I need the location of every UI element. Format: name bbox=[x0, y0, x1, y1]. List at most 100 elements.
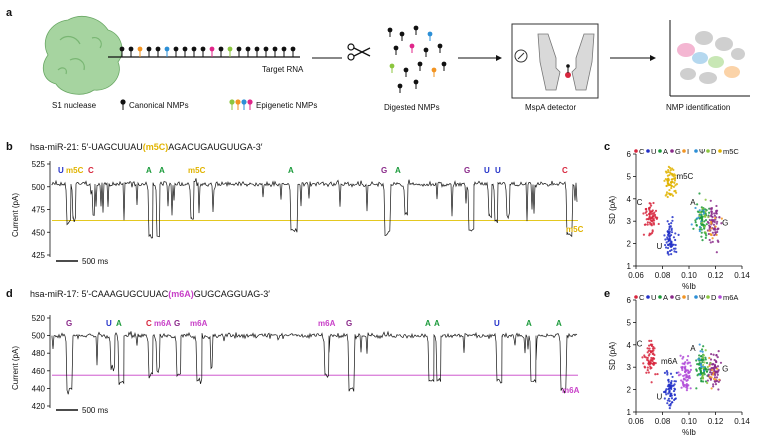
scatter-point bbox=[689, 368, 693, 372]
scatter-point bbox=[681, 382, 685, 385]
scatter-point bbox=[649, 365, 652, 368]
cluster-label: A bbox=[690, 198, 696, 207]
scatter-y-tick-label: 6 bbox=[627, 150, 632, 159]
scissors-icon bbox=[347, 43, 371, 61]
scatter-point bbox=[699, 377, 703, 380]
scatter-point bbox=[701, 207, 704, 210]
scatter-point bbox=[700, 231, 703, 234]
scatter-point bbox=[716, 356, 719, 359]
legend-marker bbox=[658, 295, 662, 299]
scatter-point bbox=[647, 371, 650, 374]
scatter-x-tick-label: 0.14 bbox=[734, 417, 750, 426]
scatter-point bbox=[717, 388, 720, 391]
scatter-point bbox=[704, 231, 707, 234]
scatter-y-tick-label: 1 bbox=[627, 408, 632, 417]
scatter-point bbox=[653, 211, 656, 214]
scatter-point bbox=[683, 367, 686, 370]
scatter-point bbox=[699, 350, 702, 353]
digested-nmp-head bbox=[399, 31, 405, 37]
scatter-point bbox=[648, 213, 651, 216]
legend-marker bbox=[682, 149, 686, 153]
scatter-point bbox=[650, 224, 653, 227]
scatter-point bbox=[671, 194, 675, 197]
scatter-point bbox=[643, 354, 646, 357]
scatter-point bbox=[705, 234, 708, 237]
y-tick-label: 525 bbox=[32, 160, 46, 169]
scatter-point bbox=[648, 206, 651, 210]
rna-pin-head bbox=[272, 46, 278, 52]
scatter-point bbox=[709, 371, 712, 374]
scatter-point bbox=[671, 180, 674, 183]
scatter-point bbox=[711, 240, 714, 243]
panel-d-current-trace bbox=[51, 330, 578, 395]
scatter-point bbox=[666, 220, 669, 223]
scatter-x-tick-label: 0.12 bbox=[708, 417, 724, 426]
scatter-point bbox=[711, 368, 714, 372]
scatter-point bbox=[704, 198, 707, 201]
scatter-point bbox=[703, 373, 706, 376]
scatter-point bbox=[669, 394, 672, 398]
scatter-point bbox=[650, 210, 653, 213]
scatter-point bbox=[701, 380, 705, 383]
scatter-point bbox=[669, 386, 672, 390]
scatter-point bbox=[696, 363, 699, 366]
scatter-point bbox=[714, 382, 718, 386]
event-label: m6A bbox=[318, 319, 336, 328]
scatter-point bbox=[702, 363, 705, 367]
epigenetic-nmps-label: Epigenetic NMPs bbox=[256, 101, 317, 110]
scatter-point bbox=[663, 371, 667, 374]
scatter-point bbox=[700, 210, 703, 213]
scatter-point bbox=[701, 361, 704, 364]
scatter-point bbox=[672, 384, 675, 387]
scatter-point bbox=[649, 367, 652, 370]
scatter-point bbox=[702, 345, 705, 348]
scatter-point bbox=[674, 191, 678, 194]
scatter-point bbox=[707, 221, 710, 225]
panel-b-sequence: hsa-miR-21: 5′-UAGCUUAU(m5C)AGACUGAUGUUG… bbox=[30, 142, 263, 152]
digested-nmp-head bbox=[441, 61, 447, 67]
scatter-point bbox=[701, 375, 704, 379]
scatter-point bbox=[667, 253, 670, 256]
scatter-point bbox=[666, 373, 669, 376]
panel-d-ylabel: Current (pA) bbox=[11, 346, 20, 390]
panel-b-current-trace bbox=[51, 178, 578, 239]
scatter-point bbox=[682, 355, 685, 359]
scatter-point bbox=[701, 373, 704, 376]
scatter-y-tick-label: 1 bbox=[627, 262, 632, 271]
scatter-point bbox=[670, 231, 674, 234]
legend-entry: Ψ bbox=[699, 293, 705, 302]
rna-pin-head bbox=[200, 46, 206, 52]
scatter-point bbox=[649, 204, 653, 207]
event-label: m5C bbox=[188, 166, 206, 175]
event-label: A bbox=[395, 166, 401, 175]
scatter-point bbox=[701, 215, 704, 219]
scatter-y-tick-label: 3 bbox=[627, 217, 632, 226]
scatter-point bbox=[674, 397, 677, 401]
scatter-point bbox=[710, 233, 713, 237]
digested-nmp-head bbox=[413, 79, 419, 85]
nmp-identification-label: NMP identification bbox=[666, 103, 730, 112]
scatter-point bbox=[705, 209, 708, 212]
scatter-point bbox=[671, 167, 674, 170]
scatter-point bbox=[648, 216, 651, 219]
scatter-x-tick-label: 0.10 bbox=[681, 417, 697, 426]
scatter-point bbox=[669, 243, 672, 246]
scatter-point bbox=[714, 218, 717, 221]
scatter-point bbox=[645, 214, 648, 217]
scatter-point bbox=[646, 221, 649, 224]
scatter-point bbox=[650, 212, 654, 215]
legend-marker bbox=[634, 295, 638, 299]
event-label: A bbox=[526, 319, 532, 328]
scatter-point bbox=[701, 356, 705, 360]
scatter-point bbox=[669, 245, 673, 249]
scatter-point bbox=[708, 238, 711, 242]
scatter-point bbox=[673, 380, 676, 383]
scatter-point bbox=[663, 397, 666, 400]
scatter-point bbox=[709, 199, 712, 202]
scatter-point bbox=[646, 369, 649, 372]
scatter-point bbox=[702, 209, 705, 212]
scatter-point bbox=[720, 217, 723, 220]
scatter-point bbox=[670, 172, 674, 176]
scatter-x-tick-label: 0.06 bbox=[628, 417, 644, 426]
scatter-xlabel: %Ib bbox=[682, 282, 696, 291]
